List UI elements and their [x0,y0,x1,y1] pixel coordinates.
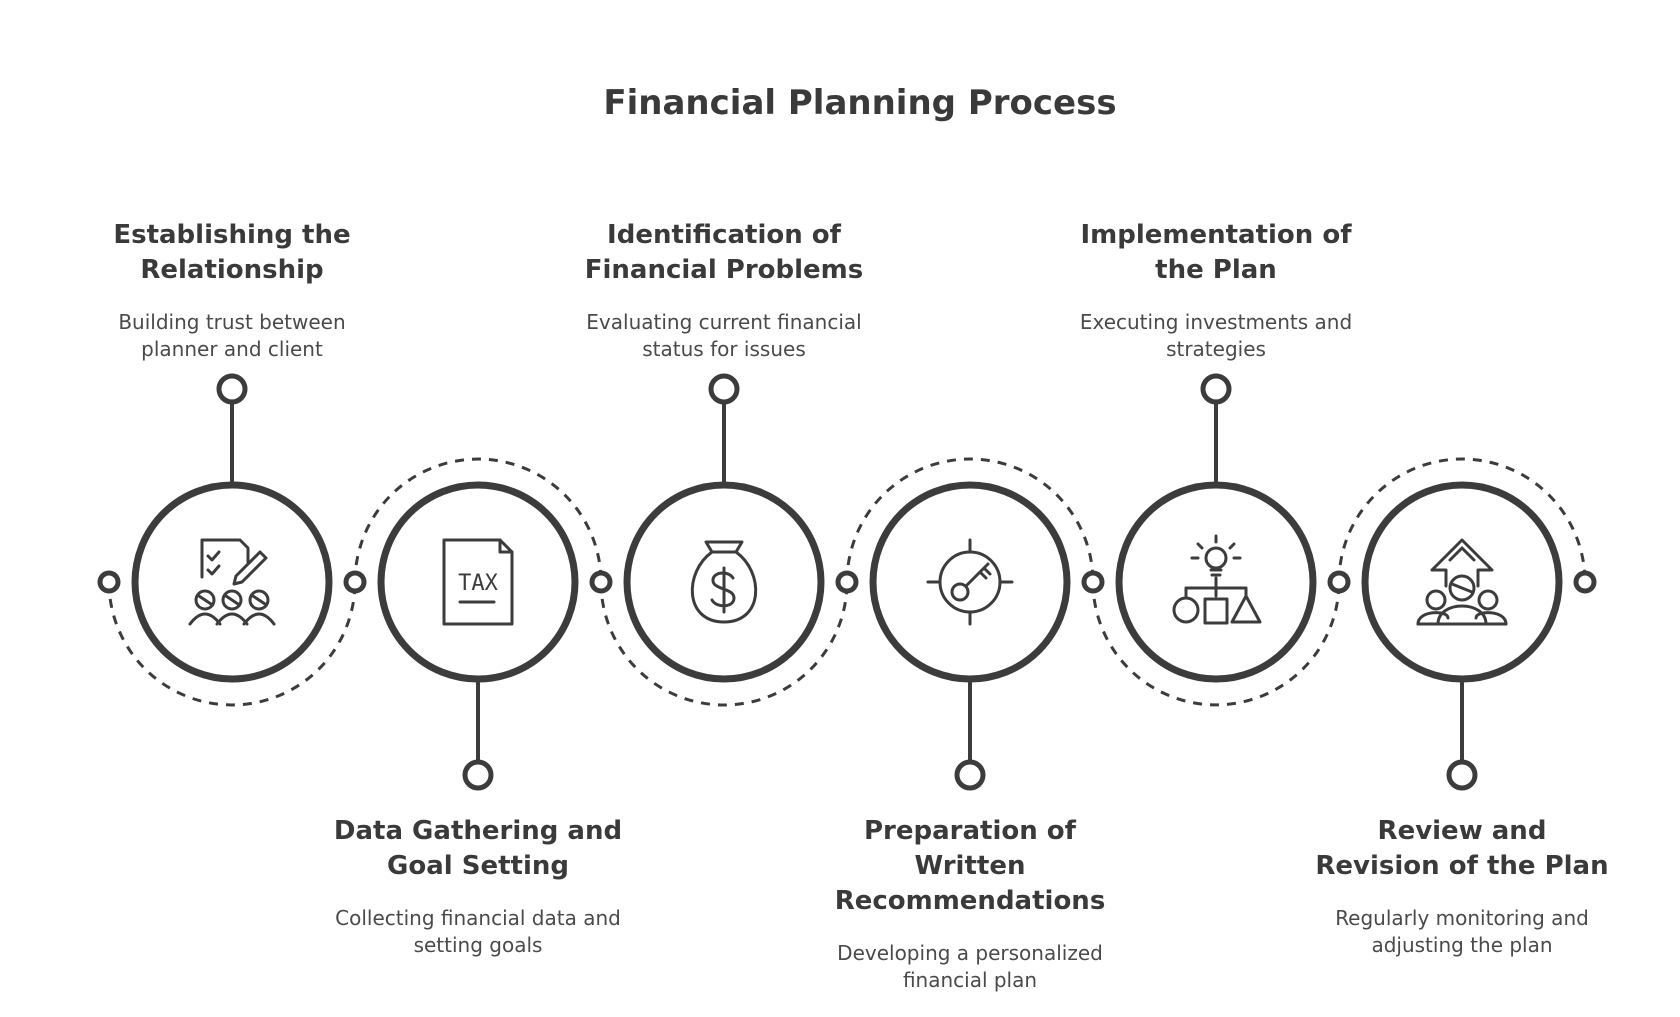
step-ring [377,481,579,683]
step-title: Identification of [607,220,842,250]
step-title: Written [915,851,1026,881]
clipboard-team-icon [188,538,276,626]
idea-shapes-icon [1172,534,1262,625]
step-description: strategies [1166,337,1266,361]
step-knob [954,759,986,791]
step-description: setting goals [414,933,543,957]
dashed-arc [353,457,603,583]
svg-text:TAX: TAX [458,571,498,596]
connector-knob [343,570,367,594]
step-title: Goal Setting [387,851,569,881]
tax-document-icon: TAX [442,538,514,626]
step-knob [462,759,494,791]
step-description: Collecting financial data and [335,906,621,930]
step-description: Executing investments and [1080,310,1352,334]
connector-knob [835,570,859,594]
step-description: Developing a personalized [837,941,1103,965]
connector-knob [1081,570,1105,594]
step-knob [216,373,248,405]
step-knob [708,373,740,405]
step-ring [1361,481,1563,683]
step-title: Establishing the [113,220,350,250]
connector-knob [1573,570,1597,594]
step-description: adjusting the plan [1371,933,1552,957]
step-description: Evaluating current financial [586,310,861,334]
step-title: Data Gathering and [334,816,622,846]
dashed-arc [1337,457,1587,583]
step-description: Building trust between [118,310,345,334]
step-title: Recommendations [835,886,1106,916]
dashed-arc [1091,581,1341,707]
step-description: financial plan [903,968,1037,992]
connector-knob [589,570,613,594]
step-title: the Plan [1155,255,1277,285]
target-key-icon [926,538,1014,626]
connector-knob [1327,570,1351,594]
step-title: Financial Problems [585,255,864,285]
step-stems [230,402,1464,762]
step-label: Preparation of WrittenRecommendationsDeve… [835,816,1106,992]
step-icons: TAX [188,534,1508,626]
dashed-arc [107,581,357,707]
step-title: Revision of the Plan [1315,851,1608,881]
step-title: Preparation of [864,816,1077,846]
step-description: Regularly monitoring and [1335,906,1589,930]
step-knob [1446,759,1478,791]
step-title: Review and [1378,816,1547,846]
step-description: planner and client [141,337,323,361]
step-ring [131,481,333,683]
step-label: Identification of Financial ProblemsEvalu… [585,220,864,361]
money-bag-icon [690,540,758,624]
step-description: status for issues [642,337,805,361]
growth-team-icon [1416,538,1508,626]
connector-knob [97,570,121,594]
diagram-title: Financial Planning Process [603,83,1116,123]
connector-knobs [97,373,1597,791]
dashed-connectors [107,457,1587,707]
step-title: Relationship [140,255,323,285]
dashed-arc [599,581,849,707]
dashed-arc [845,457,1095,583]
step-title: Implementation of [1080,220,1352,250]
step-knob [1200,373,1232,405]
